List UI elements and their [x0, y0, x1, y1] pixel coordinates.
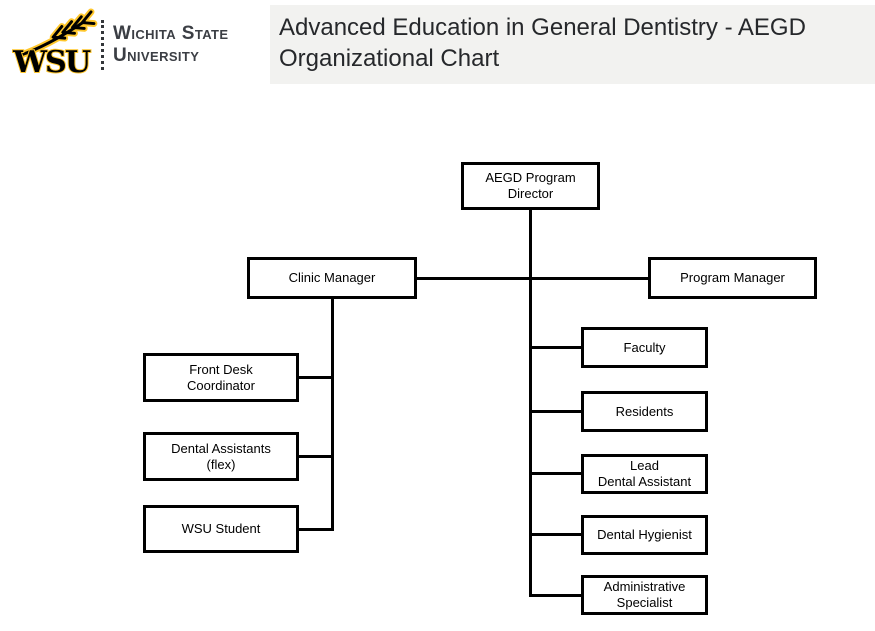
connector-administrative-specialist — [529, 594, 581, 597]
wsu-acronym-text: WSU — [12, 45, 91, 78]
node-lead-dental-assistant: Lead Dental Assistant — [581, 454, 708, 494]
node-faculty: Faculty — [581, 327, 708, 368]
node-dental-hygienist: Dental Hygienist — [581, 515, 708, 555]
node-wsu-student: WSU Student — [143, 505, 299, 553]
node-administrative-specialist: Administrative Specialist — [581, 575, 708, 615]
node-front-desk-coordinator: Front Desk Coordinator — [143, 353, 299, 402]
page-title: Advanced Education in General Dentistry … — [270, 5, 875, 84]
institution-name: Wichita State University — [113, 23, 228, 67]
node-residents: Residents — [581, 391, 708, 432]
connector-residents — [529, 410, 581, 413]
connector-front-desk-coordinator — [299, 376, 334, 379]
institution-line1: Wichita State — [113, 23, 229, 44]
connector-lead-dental-assistant — [529, 472, 581, 475]
connector-clinic-manager-trunk — [331, 299, 334, 531]
connector-wsu-student — [299, 528, 334, 531]
logo-divider — [101, 20, 104, 70]
connector-main-horizontal — [417, 277, 648, 280]
connector-director-trunk — [529, 210, 532, 597]
connector-faculty — [529, 346, 581, 349]
wsu-wheat-shock-logo-icon: WSU — [12, 8, 98, 78]
connector-dental-assistants — [299, 455, 334, 458]
node-aegd-program-director: AEGD Program Director — [461, 162, 600, 210]
institution-line2: University — [113, 45, 200, 66]
node-program-manager: Program Manager — [648, 257, 817, 299]
node-dental-assistants-flex: Dental Assistants (flex) — [143, 432, 299, 481]
node-clinic-manager: Clinic Manager — [247, 257, 417, 299]
connector-dental-hygienist — [529, 533, 581, 536]
wheat-icon — [17, 10, 96, 58]
